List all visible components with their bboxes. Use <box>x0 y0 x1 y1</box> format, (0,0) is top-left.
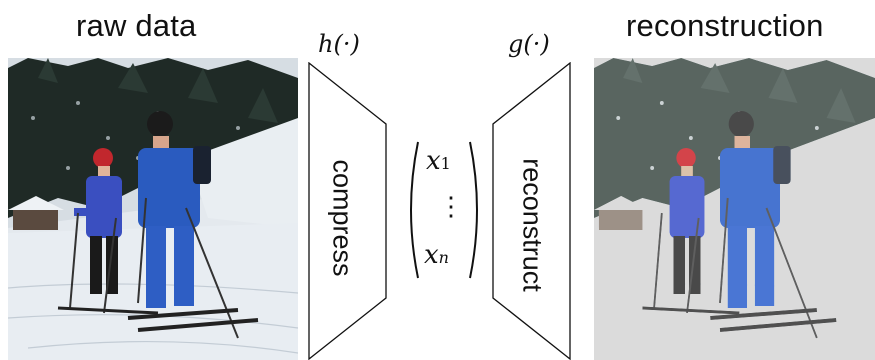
latent-xn: xn <box>424 240 449 270</box>
reconstruction-title: reconstruction <box>626 8 824 43</box>
right-paren <box>469 141 478 279</box>
latent-vector: x1 ⋮ xn <box>402 140 486 280</box>
skiers-photo-reconstructed <box>594 58 875 360</box>
encoder-block <box>308 62 387 360</box>
encoder-function-label: h(·) <box>318 30 360 58</box>
skier-adult-recon <box>710 111 837 339</box>
skier-child-recon <box>642 148 740 315</box>
reconstruct-label: reconstruct <box>517 158 548 292</box>
skier-child <box>57 148 159 315</box>
left-paren <box>410 141 419 279</box>
compress-label: compress <box>327 159 358 277</box>
decoder-function-label: g(·) <box>508 30 550 58</box>
skiers-photo-raw <box>8 58 298 360</box>
decoder-block <box>492 62 571 360</box>
latent-x1: x1 <box>426 146 451 176</box>
skier-adult <box>127 111 259 339</box>
reconstruction-photo <box>594 58 875 360</box>
raw-data-title: raw data <box>76 8 197 43</box>
raw-photo <box>8 58 298 360</box>
latent-vdots: ⋮ <box>438 192 464 222</box>
